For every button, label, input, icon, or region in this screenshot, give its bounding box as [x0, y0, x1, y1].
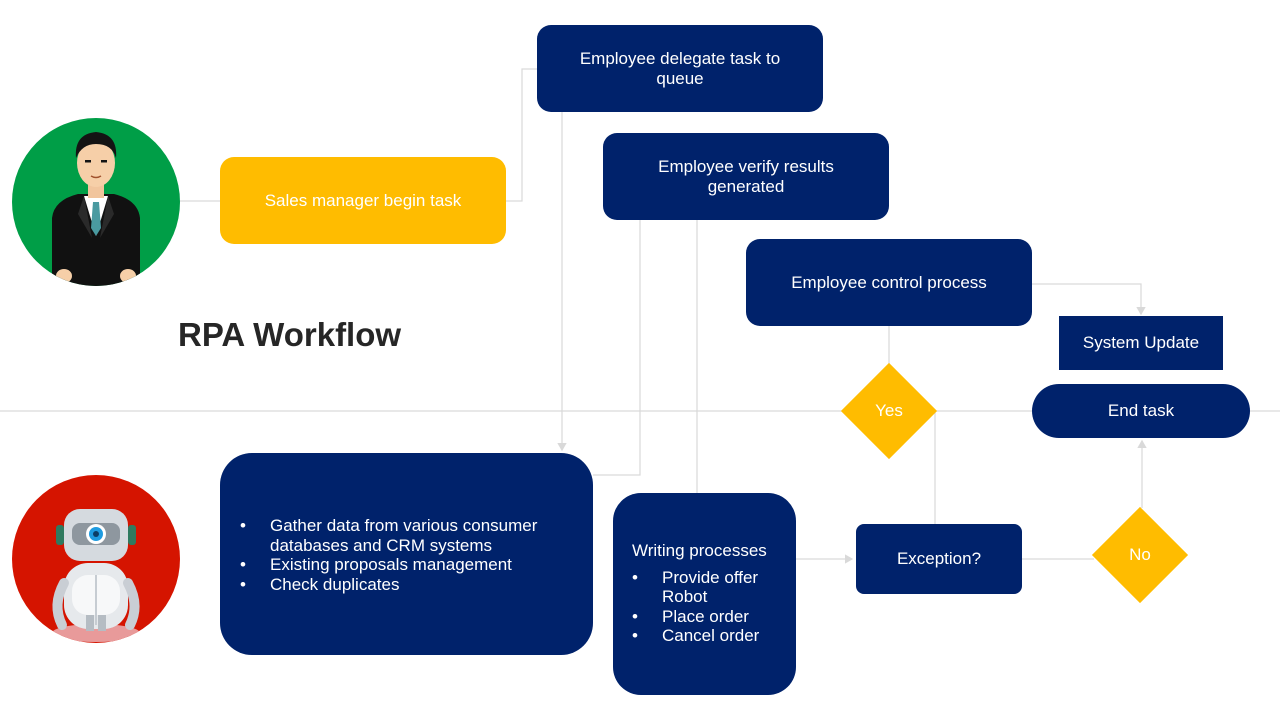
control-step: Employee control process: [746, 239, 1032, 326]
sales-manager-step: Sales manager begin task: [220, 157, 506, 244]
list-item: Place order: [632, 607, 782, 627]
list-item: Provide offer Robot: [632, 568, 782, 607]
writing-processes-heading: Writing processes: [632, 541, 767, 560]
connector-verify-to-robot: [593, 220, 641, 476]
list-item: Existing proposals management: [240, 555, 573, 575]
delegate-step-label: Employee delegate task to queue: [579, 48, 781, 88]
list-item: Check duplicates: [240, 575, 573, 595]
page-title: RPA Workflow: [178, 316, 402, 353]
no-decision-label: No: [1129, 545, 1151, 564]
system-update-step: System Update: [1059, 316, 1223, 370]
delegate-step: Employee delegate task to queue: [537, 25, 823, 112]
robot-tasks-box: Gather data from various consumer databa…: [220, 453, 593, 655]
connector-sales-to-delegate: [506, 68, 537, 202]
verify-step-label: Employee verify results generated: [658, 156, 834, 196]
businessman-icon: [12, 118, 180, 286]
end-task-step-label: End task: [1107, 401, 1175, 421]
exception-step-label: Exception?: [896, 549, 982, 569]
list-item: Gather data from various consumer databa…: [240, 516, 573, 555]
verify-step: Employee verify results generated: [603, 133, 889, 220]
system-update-step-label: System Update: [1082, 333, 1200, 353]
control-step-label: Employee control process: [791, 272, 987, 292]
list-item: Cancel order: [632, 626, 782, 646]
end-task-step: End task: [1032, 384, 1250, 438]
connector-control-to-update: [1031, 283, 1146, 316]
yes-decision-label: Yes: [875, 401, 903, 420]
sales-manager-step-label: Sales manager begin task: [264, 190, 462, 210]
writing-processes-list: Provide offer Robot Place order Cancel o…: [632, 568, 782, 646]
robot-tasks-list: Gather data from various consumer databa…: [240, 516, 573, 594]
robot-icon: [12, 475, 180, 643]
exception-step: Exception?: [856, 524, 1022, 594]
writing-processes-box: Writing processes Provide offer Robot Pl…: [613, 493, 796, 695]
